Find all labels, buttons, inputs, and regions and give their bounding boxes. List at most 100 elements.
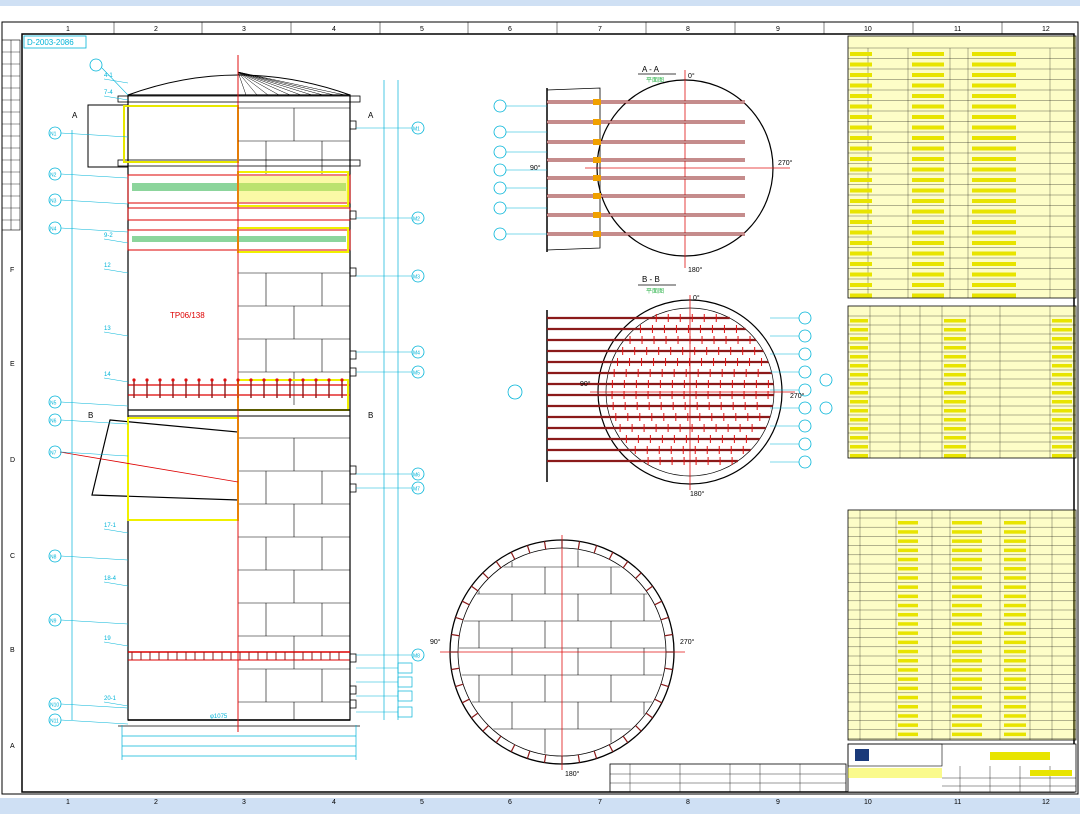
top-inlet-pipe xyxy=(87,104,129,168)
drawing-number-box xyxy=(23,35,87,49)
column-number: 7 xyxy=(598,799,602,806)
part-label: 17-1 xyxy=(104,523,117,529)
part-label: 7-4 xyxy=(104,90,113,96)
nozzle-label: N5 xyxy=(50,401,57,407)
part-label: 14 xyxy=(104,372,111,378)
section-b-subtitle: 平面图 xyxy=(646,288,664,295)
nozzle-label: M7 xyxy=(413,487,420,493)
column-number: 12 xyxy=(1042,26,1050,33)
section-a-pipes xyxy=(547,99,745,237)
nozzle-label: N6 xyxy=(50,419,57,425)
part-label: 9-2 xyxy=(104,233,113,239)
dimension-lines: φ1075 xyxy=(71,80,399,760)
lining-bricks xyxy=(238,107,350,720)
column-number: 2 xyxy=(154,26,158,33)
section-b-leaders xyxy=(507,311,833,469)
nozzle-label: N4 xyxy=(50,227,57,233)
nozzle-label: N2 xyxy=(50,173,57,179)
column-number: 2 xyxy=(154,799,158,806)
nozzle-label: M3 xyxy=(413,275,420,281)
a-angle-90: 90° xyxy=(530,164,541,172)
parts-list-table xyxy=(847,509,1077,741)
section-b-pipes xyxy=(547,314,774,465)
company-logo xyxy=(855,749,869,761)
b-angle-0: 0° xyxy=(693,294,700,302)
column-number: 10 xyxy=(864,26,872,33)
part-label: 13 xyxy=(104,326,111,332)
part-label: 12 xyxy=(104,263,111,269)
dome-hatch xyxy=(237,71,346,96)
right-nozzle-stubs xyxy=(349,120,357,709)
cut-a-right: A xyxy=(368,111,374,120)
column-number: 8 xyxy=(686,799,690,806)
row-letter: F xyxy=(10,267,14,274)
plan-angle-270: 270° xyxy=(680,638,695,646)
nozzle-label: M6 xyxy=(413,473,420,479)
packing-layer-upper xyxy=(127,171,351,207)
row-letter: C xyxy=(10,553,15,560)
a-angle-0: 0° xyxy=(688,72,695,80)
nozzle-table xyxy=(847,305,1077,459)
column-number: 8 xyxy=(686,26,690,33)
row-letter: D xyxy=(10,457,15,464)
section-a-a: A - A 平面图 0° 90° 180° 270° xyxy=(493,65,793,274)
column-number: 1 xyxy=(66,799,70,806)
cut-a-left: A xyxy=(72,111,78,120)
b-angle-180: 180° xyxy=(690,490,705,498)
distributor-row xyxy=(128,378,350,411)
right-tables xyxy=(847,35,1077,793)
section-a-title: A - A xyxy=(642,65,660,74)
section-a-leaders xyxy=(493,99,547,241)
row-letter: B xyxy=(10,647,15,654)
bottom-plan-studs xyxy=(450,540,674,764)
revision-strip xyxy=(1,39,21,231)
column-number: 3 xyxy=(242,799,246,806)
bed-label: TP06/138 xyxy=(170,311,205,320)
nozzle-label: N1 xyxy=(50,132,57,138)
nozzle-label: M2 xyxy=(413,217,420,223)
nozzle-label: M5 xyxy=(413,371,420,377)
plan-angle-90: 90° xyxy=(430,638,441,646)
section-b-b: B - B 平面图 0° 90° 180° 270° xyxy=(507,275,833,498)
section-b-title: B - B xyxy=(642,275,660,284)
column-number: 10 xyxy=(864,799,872,806)
column-number: 9 xyxy=(776,799,780,806)
inner-border xyxy=(21,33,1075,793)
column-number: 9 xyxy=(776,26,780,33)
nozzle-label: N7 xyxy=(50,451,57,457)
nozzle-label: N10 xyxy=(50,703,59,709)
column-number: 7 xyxy=(598,26,602,33)
column-number: 6 xyxy=(508,799,512,806)
nozzle-label: N8 xyxy=(50,555,57,561)
cut-b-right: B xyxy=(368,411,373,420)
part-label: 20-1 xyxy=(104,696,117,702)
nozzle-label: N11 xyxy=(50,719,59,725)
column-number: 4 xyxy=(332,26,336,33)
section-a-subtitle: 平面图 xyxy=(646,77,664,84)
column-number: 6 xyxy=(508,26,512,33)
nozzle-label: N9 xyxy=(50,619,57,625)
plan-angle-180: 180° xyxy=(565,770,580,778)
a-angle-270: 270° xyxy=(778,159,793,167)
title-block xyxy=(847,743,1077,793)
column-number: 3 xyxy=(242,26,246,33)
column-number: 4 xyxy=(332,799,336,806)
a-angle-180: 180° xyxy=(688,266,703,274)
nozzle-label: M4 xyxy=(413,351,420,357)
column-number: 1 xyxy=(66,26,70,33)
row-letter: E xyxy=(10,361,15,368)
b-angle-270: 270° xyxy=(790,392,805,400)
part-label: 4-1 xyxy=(104,73,113,79)
revision-table xyxy=(609,763,847,793)
column-number: 5 xyxy=(420,799,424,806)
nozzle-label: N3 xyxy=(50,199,57,205)
outer-border xyxy=(1,21,1079,795)
column-number: 11 xyxy=(954,26,961,33)
column-elevation: TP06/138 A A B B xyxy=(48,55,425,760)
